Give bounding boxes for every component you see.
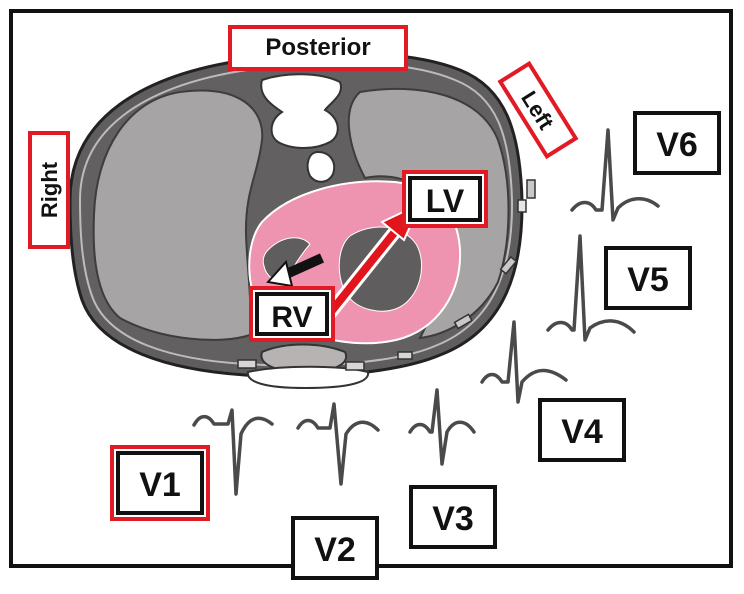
lv-label-box: LV (402, 170, 488, 228)
ecg-v6 (570, 128, 660, 222)
ecg-traces (192, 128, 660, 496)
ecg-v3 (408, 388, 476, 466)
lead-box-v2: V2 (291, 516, 379, 580)
ecg-v4 (480, 320, 568, 404)
left-lung (347, 87, 510, 340)
lead-label-v3: V3 (432, 500, 474, 538)
rv-vector-arrowhead (266, 259, 294, 288)
rv-label-box: RV (249, 286, 335, 342)
rib-cartilage (397, 351, 413, 360)
rib-cartilage (526, 179, 536, 199)
lv-label: LV (426, 183, 465, 219)
ecg-v5 (546, 234, 636, 342)
lead-box-v6: V6 (633, 111, 721, 175)
posterior-label: Posterior (265, 34, 370, 61)
rib-cartilage (499, 255, 518, 275)
lead-box-v1: V1 (110, 445, 210, 521)
ecg-v2 (296, 402, 380, 486)
right-label: Right (37, 161, 62, 218)
lead-label-v5: V5 (627, 261, 669, 299)
lead-label-v6: V6 (656, 126, 698, 164)
aorta (306, 150, 336, 183)
lead-box-v3: V3 (409, 485, 497, 549)
right-label-box: Right (28, 131, 70, 249)
lead-box-v5: V5 (604, 246, 692, 310)
lead-label-v4: V4 (561, 413, 603, 451)
rib-cartilage (345, 361, 365, 371)
sternum-front-bone (246, 365, 370, 390)
rib-cartilage (453, 313, 473, 330)
rib-cartilage (517, 199, 527, 213)
ecg-v1 (192, 408, 274, 496)
rib-cartilage (237, 359, 257, 369)
sternum (260, 343, 348, 374)
lead-label-v2: V2 (314, 531, 356, 569)
rv-label: RV (271, 301, 312, 334)
vector-arrows (266, 201, 423, 323)
vertebra (260, 73, 342, 149)
lead-label-v1: V1 (139, 466, 181, 504)
lv-vector-arrow (322, 225, 402, 321)
right-lung (92, 89, 264, 341)
posterior-label-box: Posterior (228, 25, 408, 71)
lead-box-v4: V4 (538, 398, 626, 462)
